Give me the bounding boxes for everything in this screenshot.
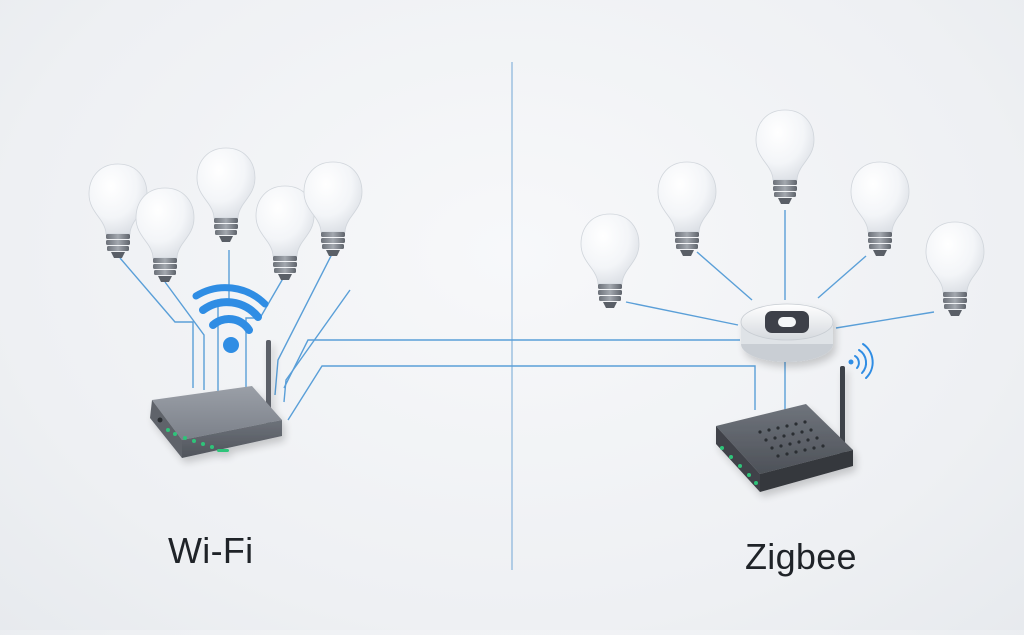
radio-waves-icon	[848, 343, 874, 379]
wifi-bulbs	[88, 147, 363, 283]
wifi-signal-icon	[192, 284, 269, 353]
zigbee-bulbs	[580, 109, 985, 317]
light-bulb-icon	[657, 161, 717, 257]
wifi-router-icon	[150, 340, 282, 458]
light-bulb-icon	[303, 161, 363, 257]
light-bulb-icon	[196, 147, 256, 243]
light-bulb-icon	[925, 221, 985, 317]
zigbee-hub-icon	[740, 303, 834, 362]
zigbee-connection-lines	[625, 210, 935, 410]
wifi-label: Wi-Fi	[168, 530, 254, 571]
zigbee-label: Zigbee	[745, 536, 857, 577]
light-bulb-icon	[135, 187, 195, 283]
zigbee-router-icon	[716, 366, 853, 492]
light-bulb-icon	[850, 161, 910, 257]
wifi-connection-lines	[119, 250, 756, 421]
light-bulb-icon	[755, 109, 815, 205]
light-bulb-icon	[580, 213, 640, 309]
